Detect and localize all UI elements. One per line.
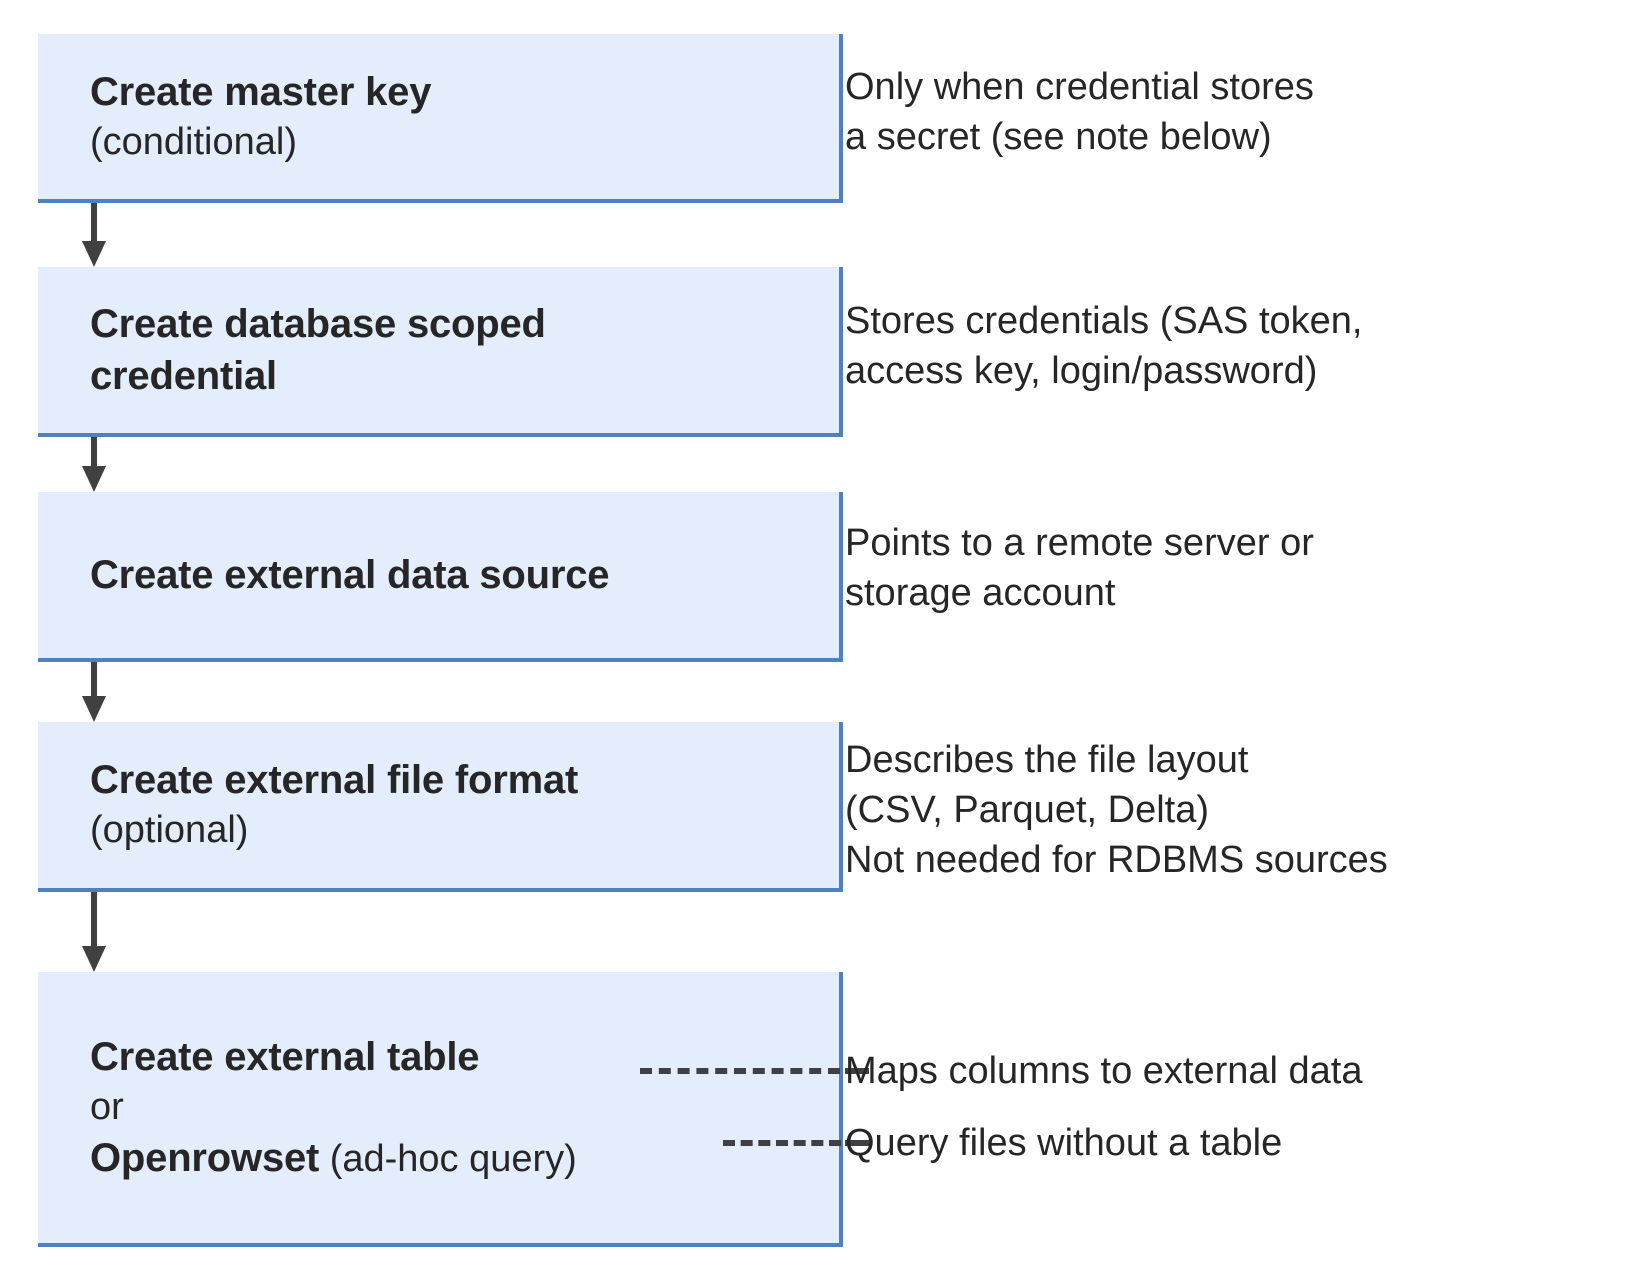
note-external-file-format: Describes the file layout (CSV, Parquet,… <box>845 739 1388 882</box>
arrow-down-icon-3 <box>82 662 106 722</box>
step-subtitle-external-file-format: (optional) <box>90 809 249 852</box>
step-title-openrowset-line: Openrowset (ad-hoc query) <box>90 1132 839 1184</box>
arrow-down-icon-4 <box>82 892 106 972</box>
arrow-head <box>82 466 106 492</box>
arrow-head <box>82 241 106 267</box>
step-box-scoped-credential: Create database scoped credential <box>38 267 843 437</box>
arrow-shaft <box>91 892 97 948</box>
dashed-connector-external-table <box>640 1068 840 1074</box>
step-title-external-file-format: Create external file format <box>90 758 579 803</box>
dashed-connector-openrowset <box>723 1140 841 1146</box>
step-text-scoped-credential: Create database scoped credential <box>38 298 839 402</box>
step-text-external-file-format: Create external file format (optional) <box>38 754 839 855</box>
step-title-external-data-source: Create external data source <box>90 553 610 597</box>
note-master-key: Only when credential stores a secret (se… <box>845 66 1314 159</box>
step-box-master-key: Create master key (conditional) <box>38 34 843 203</box>
arrow-shaft <box>91 203 97 243</box>
step-title-openrowset: Openrowset <box>90 1136 320 1180</box>
step-text-external-data-source: Create external data source <box>38 549 839 601</box>
note-scoped-credential: Stores credentials (SAS token, access ke… <box>845 300 1363 393</box>
arrow-shaft <box>91 662 97 698</box>
note-external-table: Maps columns to external data <box>845 1050 1363 1092</box>
step-separator-or: or <box>90 1085 124 1128</box>
step-box-external-table: Create external table or Openrowset (ad-… <box>38 972 843 1247</box>
step-text-external-table: Create external table or Openrowset (ad-… <box>38 1031 839 1185</box>
note-openrowset: Query files without a table <box>845 1122 1283 1164</box>
arrow-down-icon-2 <box>82 437 106 492</box>
arrow-head <box>82 946 106 972</box>
note-external-data-source: Points to a remote server or storage acc… <box>845 522 1314 615</box>
arrow-down-icon-1 <box>82 203 106 267</box>
arrow-head <box>82 696 106 722</box>
dashed-connector-external-table-tail <box>845 1068 869 1074</box>
step-box-external-data-source: Create external data source <box>38 492 843 662</box>
step-title-external-table: Create external table <box>90 1034 480 1079</box>
step-text-master-key: Create master key (conditional) <box>38 66 839 167</box>
step-subtitle-openrowset: (ad-hoc query) <box>319 1138 577 1180</box>
step-box-external-file-format: Create external file format (optional) <box>38 722 843 892</box>
step-title-master-key: Create master key <box>90 69 432 114</box>
step-subtitle-master-key: (conditional) <box>90 120 297 163</box>
step-title-scoped-credential: Create database scoped credential <box>90 302 546 398</box>
dashed-connector-openrowset-tail <box>845 1140 869 1146</box>
arrow-shaft <box>91 437 97 468</box>
